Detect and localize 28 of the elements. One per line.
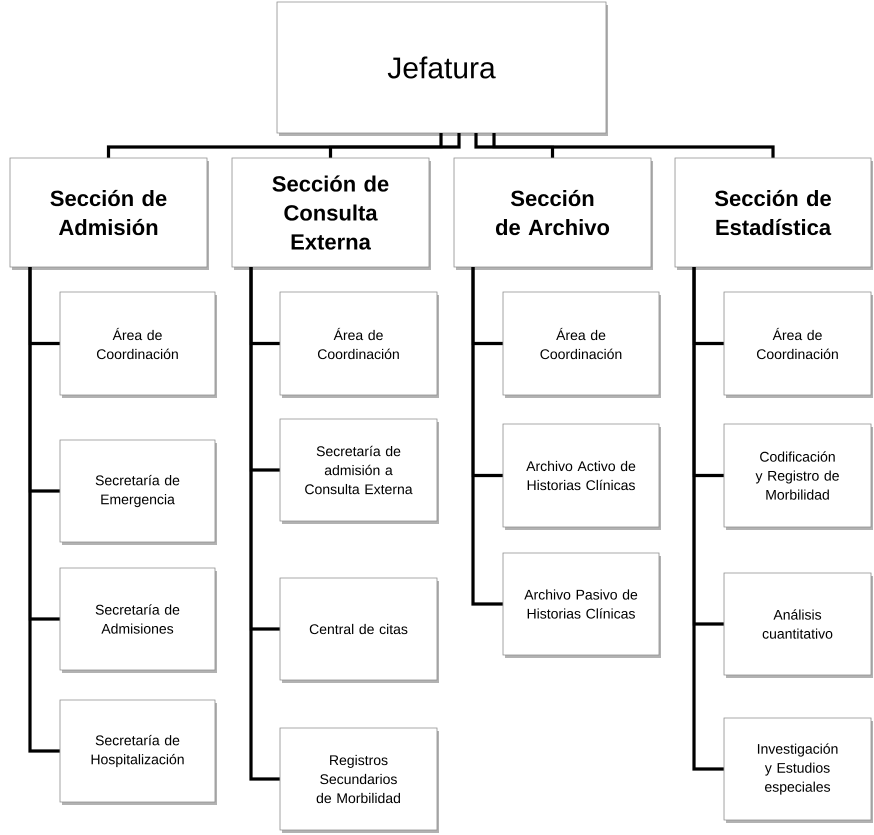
unit-box: Área de Coordinación bbox=[502, 292, 661, 398]
unit-box: Registros Secundarios de Morbilidad bbox=[280, 728, 439, 833]
unit-box: Archivo Pasivo de Historias Clínicas bbox=[502, 552, 661, 658]
connector-line bbox=[106, 133, 443, 158]
unit-box: Análisis cuantitativo bbox=[724, 572, 874, 678]
head-box: Jefatura bbox=[276, 2, 608, 136]
unit-box: Área de Coordinación bbox=[724, 292, 874, 398]
unit-box: Archivo Activo de Historias Clínicas bbox=[502, 424, 661, 530]
section-box: Sección de Consulta Externa bbox=[232, 158, 431, 270]
connector-line bbox=[328, 133, 461, 158]
unit-box: Secretaría de Hospitalización bbox=[60, 700, 217, 805]
section-box: Sección de Archivo bbox=[454, 158, 653, 270]
section-box: Sección de Estadística bbox=[674, 158, 874, 270]
section-box: Sección de Admisión bbox=[10, 158, 209, 270]
unit-box: Área de Coordinación bbox=[280, 292, 439, 398]
unit-box: Investigación y Estudios especiales bbox=[724, 718, 874, 824]
connector-line bbox=[28, 267, 60, 753]
unit-box: Área de Coordinación bbox=[60, 292, 217, 398]
unit-box: Secretaría de Emergencia bbox=[60, 440, 217, 545]
unit-box: Secretaría de Admisiones bbox=[60, 568, 217, 673]
connector-line bbox=[471, 267, 503, 606]
connector-line bbox=[474, 133, 554, 158]
unit-box: Codificación y Registro de Morbilidad bbox=[724, 424, 874, 530]
connector-line bbox=[692, 267, 724, 771]
unit-box: Secretaría de admisión a Consulta Externa bbox=[280, 418, 439, 524]
connector-line bbox=[249, 267, 280, 781]
connector-line bbox=[492, 133, 775, 158]
unit-box: Central de citas bbox=[280, 578, 439, 683]
